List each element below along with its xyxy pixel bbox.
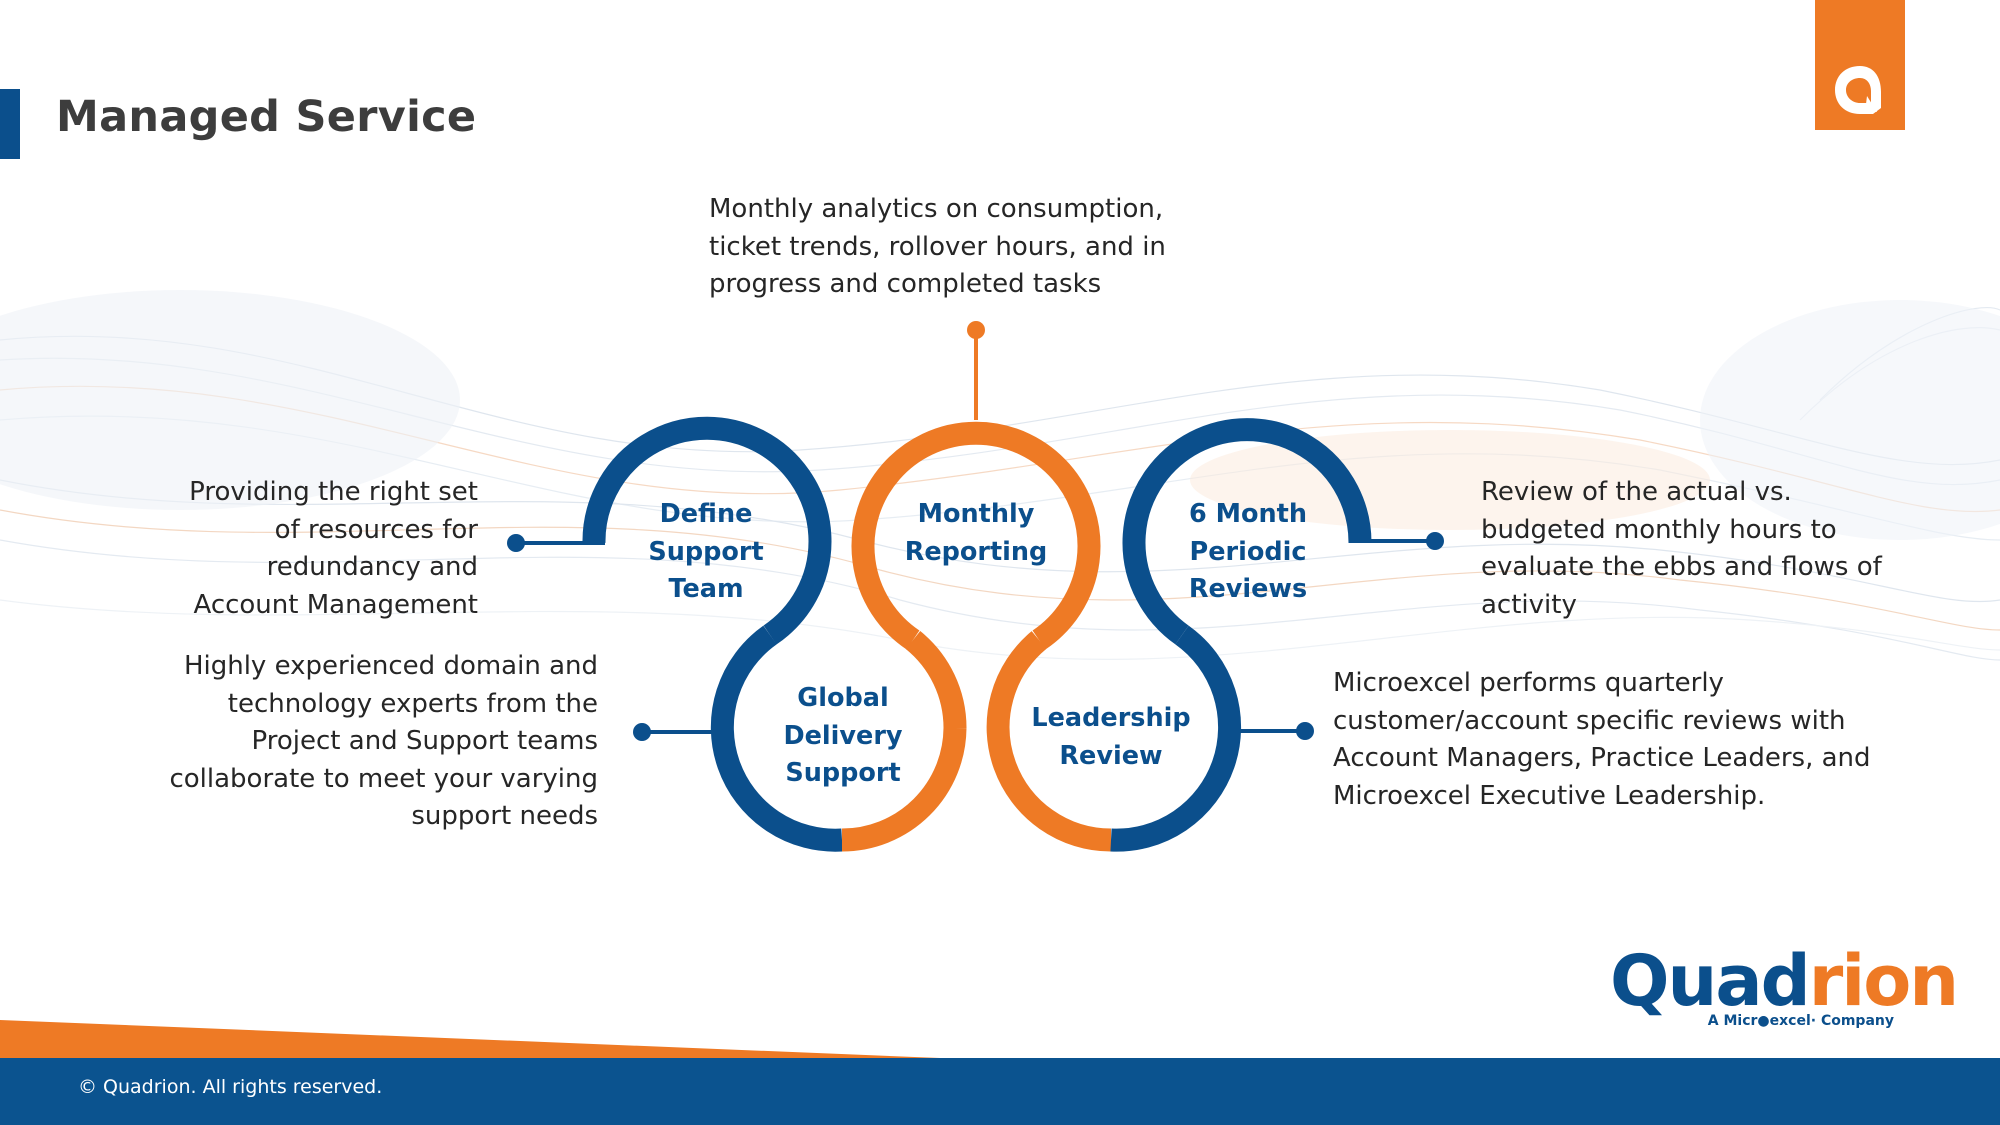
node-leadership-review: Leadership Review bbox=[1031, 703, 1191, 771]
top-connector-dot bbox=[967, 321, 985, 339]
description-leadership-review: Microexcel performs quarterly customer/a… bbox=[1333, 668, 1871, 811]
global-delivery-support-ring bbox=[710, 625, 843, 852]
node-define-support-team: Define Support Team bbox=[648, 499, 764, 604]
left-upper-connector-dot bbox=[507, 534, 525, 552]
brand-wordmark: Quadrion bbox=[1610, 940, 1959, 1022]
description-define-support-team: Providing the right set of resources for… bbox=[189, 477, 478, 620]
periodic-reviews-ring bbox=[1122, 418, 1372, 645]
brand-tagline: A Micr●excel· Company bbox=[1707, 1013, 1894, 1029]
quadrion-logo: Quadrion A Micr●excel· Company bbox=[1610, 940, 1959, 1040]
leadership-review-ring-accent bbox=[1110, 625, 1242, 852]
brand-name-part1: Quad bbox=[1610, 940, 1811, 1022]
monthly-reporting-ring bbox=[851, 421, 1101, 650]
left-lower-connector-dot bbox=[633, 723, 651, 741]
right-lower-connector-dot bbox=[1296, 722, 1314, 740]
q-logo-icon bbox=[1835, 66, 1881, 114]
monthly-reporting-connector bbox=[905, 631, 967, 729]
right-upper-connector-dot bbox=[1426, 532, 1444, 550]
title-accent-bar bbox=[0, 89, 20, 159]
node-global-delivery-support: Global Delivery Support bbox=[783, 683, 903, 788]
node-periodic-reviews: 6 Month Periodic Reviews bbox=[1188, 499, 1308, 604]
node-monthly-reporting: Monthly Reporting bbox=[904, 499, 1048, 567]
background-waves bbox=[0, 290, 2000, 661]
footer-copyright: © Quadrion. All rights reserved. bbox=[78, 1076, 383, 1098]
description-monthly-reporting: Monthly analytics on consumption, ticket… bbox=[709, 194, 1166, 299]
brand-name-part2: rion bbox=[1808, 940, 1959, 1022]
footer-bar bbox=[0, 1058, 2000, 1125]
define-support-team-ring bbox=[582, 416, 832, 645]
description-periodic-reviews: Review of the actual vs. budgeted monthl… bbox=[1481, 477, 1882, 620]
quadrion-logo-mark bbox=[1815, 0, 1905, 130]
page-title: Managed Service bbox=[56, 92, 477, 142]
footer-orange-stripe bbox=[0, 1020, 940, 1058]
global-delivery-support-ring-accent bbox=[841, 727, 967, 852]
description-global-delivery-support: Highly experienced domain and technology… bbox=[169, 651, 598, 831]
leadership-review-ring bbox=[986, 631, 1112, 852]
